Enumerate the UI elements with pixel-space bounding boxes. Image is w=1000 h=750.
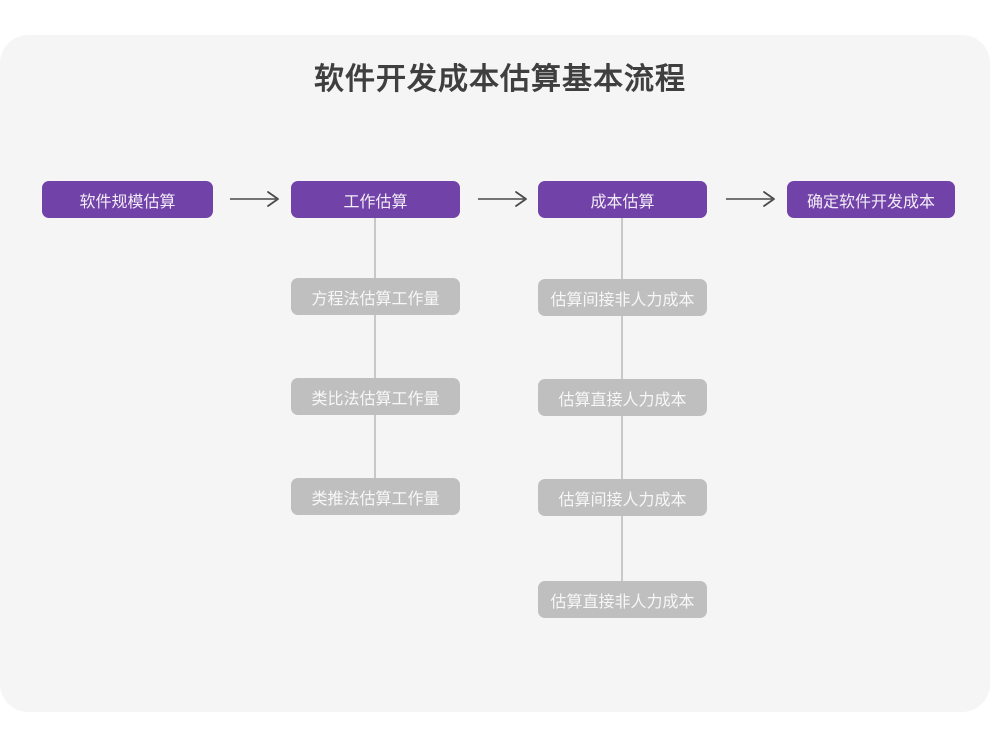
arrow-right-icon-3 [724, 188, 780, 210]
arrow-right-icon-1 [228, 188, 284, 210]
substep-node-direct-nonlabor-cost[interactable]: 估算直接非人力成本 [538, 581, 707, 618]
substep-node-equation-method[interactable]: 方程法估算工作量 [291, 278, 460, 315]
connector-line-column-2 [374, 218, 376, 496]
substep-node-direct-labor-cost[interactable]: 估算直接人力成本 [538, 379, 707, 416]
substep-node-indirect-nonlabor-cost[interactable]: 估算间接非人力成本 [538, 279, 707, 316]
stage-node-software-scale-estimation[interactable]: 软件规模估算 [42, 181, 213, 218]
diagram-card [0, 35, 990, 712]
substep-node-indirect-labor-cost[interactable]: 估算间接人力成本 [538, 479, 707, 516]
stage-node-cost-estimation[interactable]: 成本估算 [538, 181, 707, 218]
substep-node-inference-method[interactable]: 类推法估算工作量 [291, 478, 460, 515]
arrow-right-icon-2 [476, 188, 532, 210]
page-title: 软件开发成本估算基本流程 [314, 63, 686, 96]
stage-node-effort-estimation[interactable]: 工作估算 [291, 181, 460, 218]
stage-node-determine-development-cost[interactable]: 确定软件开发成本 [787, 181, 955, 218]
substep-node-analogy-method[interactable]: 类比法估算工作量 [291, 378, 460, 415]
